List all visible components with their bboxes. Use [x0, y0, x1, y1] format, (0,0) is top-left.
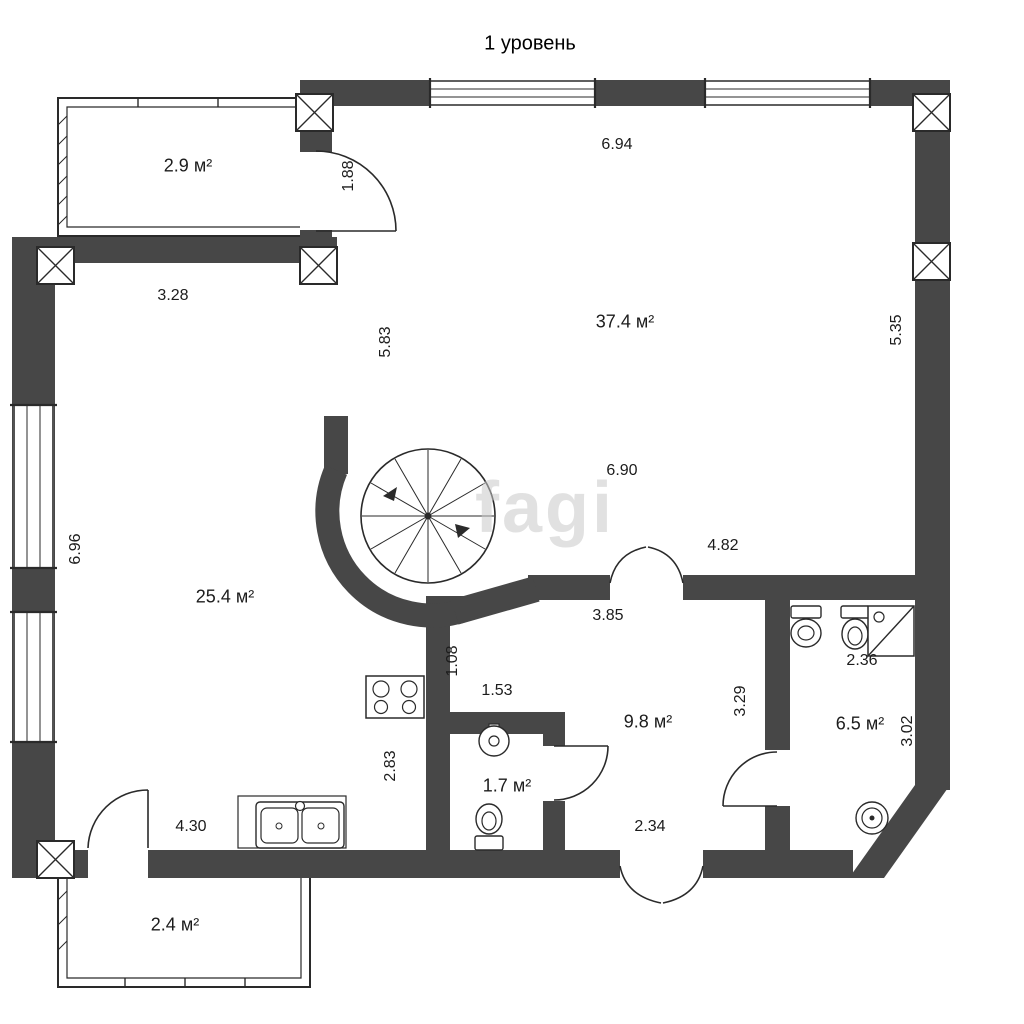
column-icon — [36, 840, 75, 879]
window-left-1 — [10, 403, 57, 570]
column-icon — [912, 93, 951, 132]
kitchen-stove-icon — [365, 675, 425, 719]
dimension-label: 6.90 — [606, 462, 638, 479]
wall-wc-top — [426, 712, 565, 734]
bathroom-sink-icon — [790, 605, 822, 648]
doors — [87, 150, 778, 904]
room-area-label: 6.5 м² — [835, 713, 885, 734]
wall-kitchen — [426, 600, 450, 878]
window-top-2 — [703, 78, 872, 108]
room-area-label: 37.4 м² — [595, 311, 655, 332]
dimension-label: 2.36 — [846, 652, 878, 669]
wall-wc-right-top — [543, 712, 565, 746]
bathroom-toilet-icon — [840, 605, 870, 650]
wall-wc-right-bottom — [543, 801, 565, 878]
column-icon — [299, 246, 338, 285]
wc-toilet-icon — [474, 803, 504, 851]
dimension-label: 1.08 — [444, 645, 461, 677]
wall-stair-curve — [315, 465, 475, 628]
door-arc-entry — [619, 865, 704, 904]
door-arc-wc — [553, 745, 609, 801]
wall-bottom-2 — [148, 850, 620, 878]
wall-stair-diagonal — [451, 576, 540, 625]
dimension-label: 5.35 — [888, 314, 905, 346]
room-area-label: 9.8 м² — [623, 711, 673, 732]
dimension-label: 6.96 — [67, 533, 84, 565]
dimension-label: 1.88 — [340, 160, 357, 192]
wall-mid-1 — [528, 575, 610, 600]
dimension-label: 6.94 — [601, 136, 633, 153]
wall-bath-left-bottom — [765, 806, 790, 856]
door-arc-bathroom — [722, 751, 778, 807]
room-area-label: 25.4 м² — [195, 586, 255, 607]
spiral-staircase — [360, 448, 496, 584]
washing-machine-icon — [855, 801, 889, 835]
room-area-label: 2.9 м² — [163, 155, 213, 176]
window-left-2 — [10, 610, 57, 744]
watermark: fagi — [474, 468, 616, 548]
column-icon — [912, 242, 951, 281]
wall-chamfer — [849, 785, 950, 878]
dimension-label: 2.83 — [382, 750, 399, 782]
dimension-label: 1.53 — [481, 682, 513, 699]
dimension-label: 3.85 — [592, 607, 624, 624]
wc-sink-icon — [478, 723, 510, 757]
room-area-label: 1.7 м² — [482, 775, 532, 796]
kitchen-sink-icon — [237, 795, 347, 849]
dimension-label: 3.28 — [157, 287, 189, 304]
wall-balcony-door-bottom — [300, 230, 332, 250]
dimension-label: 4.82 — [707, 537, 739, 554]
room-area-label: 2.4 м² — [150, 914, 200, 935]
dimension-label: 5.83 — [377, 326, 394, 358]
plan-title: 1 уровень — [484, 32, 576, 55]
wall-right — [915, 80, 950, 790]
balcony-bottom-frame — [57, 878, 311, 988]
column-icon — [36, 246, 75, 285]
dimension-label: 3.29 — [732, 685, 749, 717]
window-top-1 — [428, 78, 597, 108]
columns — [36, 93, 951, 879]
wall-mid-2 — [683, 575, 950, 600]
wall-bath-left-top — [765, 575, 790, 750]
stair-direction-arrow — [383, 487, 397, 501]
column-icon — [295, 93, 334, 132]
door-arc-living — [609, 546, 684, 584]
balcony-top-frame — [57, 97, 300, 237]
wall-stair-stub — [324, 416, 348, 474]
windows — [10, 78, 872, 744]
walls — [12, 80, 950, 878]
dimension-label: 2.34 — [634, 818, 666, 835]
dimension-label: 3.02 — [899, 715, 916, 747]
dimension-label: 4.30 — [175, 818, 207, 835]
door-arc-balcony-top — [315, 150, 397, 232]
shower-icon — [867, 605, 915, 657]
door-arc-balcony-bottom — [87, 789, 149, 849]
stair-direction-arrow — [455, 524, 470, 538]
